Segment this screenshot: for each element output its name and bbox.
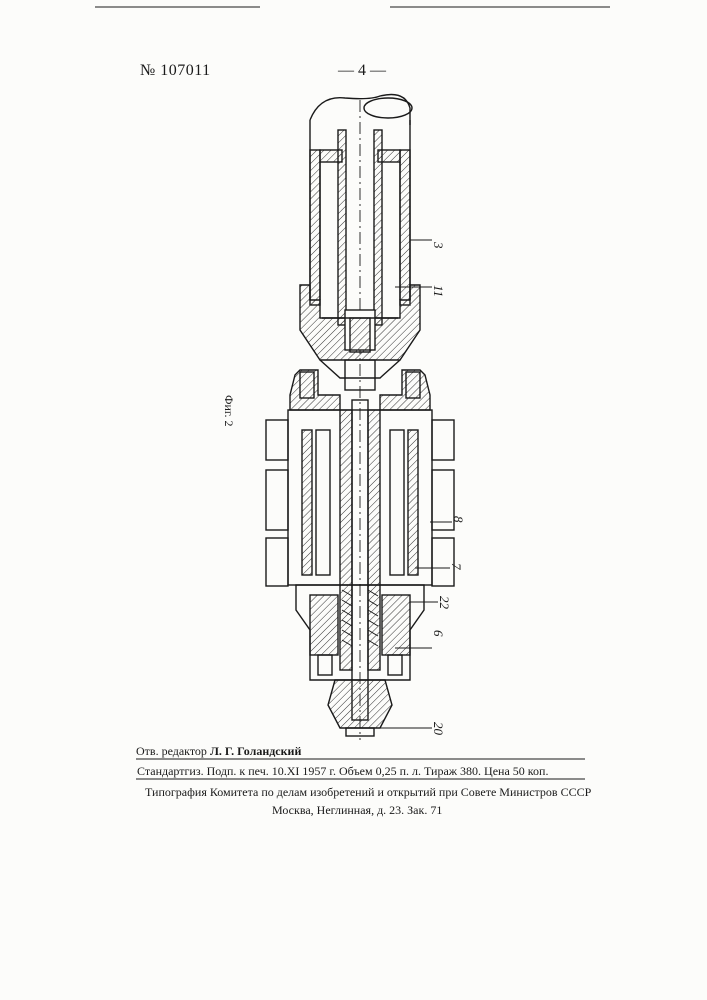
ref-numeral-7: 7 [448,563,464,570]
printer-line: Типография Комитета по делам изобретений… [145,785,591,800]
imprint-line: Стандартгиз. Подп. к печ. 10.XI 1957 г. … [137,764,548,779]
editor-line: Отв. редактор Л. Г. Голандский [136,744,301,759]
editor-prefix: Отв. редактор [136,744,207,758]
address-line: Москва, Неглинная, д. 23. Зак. 71 [272,803,442,818]
ref-numeral-11: 11 [430,285,446,297]
ref-numeral-20: 20 [430,722,446,735]
editor-name: Л. Г. Голандский [210,744,301,758]
ref-numeral-22: 22 [436,596,452,609]
ref-numeral-8: 8 [450,516,466,523]
ref-numeral-3: 3 [430,242,446,249]
figure-label: Фиг. 2 [221,395,236,426]
ref-numeral-6: 6 [430,630,446,637]
